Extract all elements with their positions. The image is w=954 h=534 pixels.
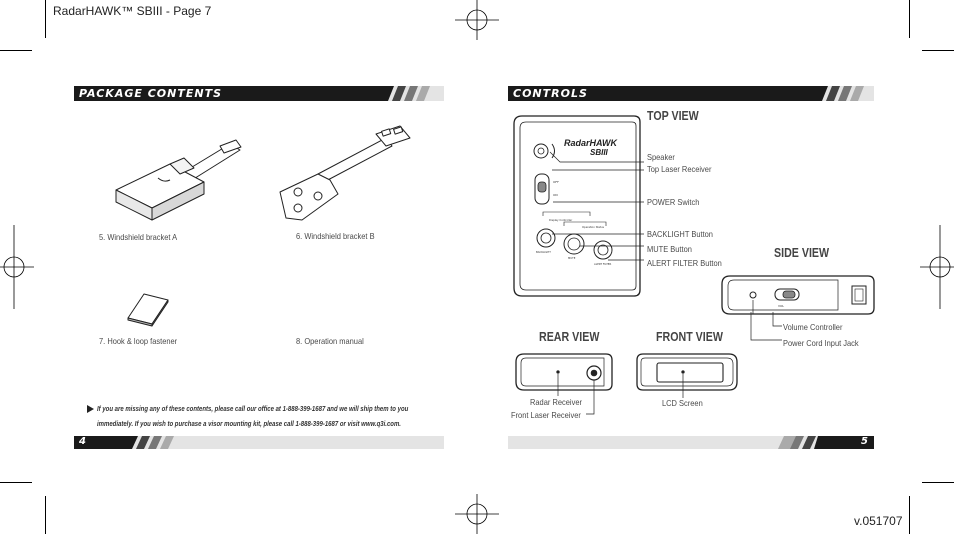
crop-mark [922,50,954,51]
crop-mark [909,0,910,38]
windshield-bracket-a-illustration [115,139,242,221]
display-controller-text: Display Controller [549,218,573,222]
page-header: RadarHAWK™ SBIII - Page 7 [53,4,212,18]
speaker-label: Speaker [647,152,675,162]
rear-view-device-illustration [515,353,613,415]
backlight-text: BACKLIGHT [536,250,551,254]
missing-contents-note-line1: If you are missing any of these contents… [97,404,409,413]
front-laser-receiver-label: Front Laser Receiver [511,410,581,420]
brand-text: RadarHAWK [564,138,619,148]
model-text: SBIII [590,148,609,157]
operation-status-text: Operation Status [582,225,605,229]
alert-filter-button-label: ALERT FILTER Button [647,258,722,268]
top-laser-receiver-label: Top Laser Receiver [647,164,712,174]
off-text: OFF [553,180,559,184]
mute-button-label: MUTE Button [647,244,692,254]
volume-controller-label: Volume Controller [783,322,843,332]
top-view-callout-lines [549,151,644,261]
section-header: CONTROLS [508,86,820,101]
item-label: 7. Hook & loop fastener [99,336,178,346]
crop-mark [45,0,46,38]
item-label: 8. Operation manual [296,336,364,346]
mute-text: MUTE [568,256,576,260]
backlight-button-label: BACKLIGHT Button [647,229,713,239]
radar-receiver-label: Radar Receiver [530,397,582,407]
bullet-arrow-icon [87,405,94,413]
side-view-device-illustration: VOL [721,275,875,341]
top-view-title: TOP VIEW [647,108,699,123]
crop-mark [922,482,954,483]
version-label: v.051707 [854,514,903,528]
header-stripes [380,86,444,101]
hook-loop-fastener-illustration [127,293,169,327]
top-view-device-illustration: RadarHAWK SBIII OFF ON Display Controlle… [513,115,641,297]
front-view-device-illustration [636,353,738,398]
on-text: ON [553,193,558,197]
page-number: 5 [861,436,869,447]
rear-view-title: REAR VIEW [539,329,600,344]
section-title: CONTROLS [513,87,588,100]
crop-mark [909,496,910,534]
missing-contents-note-line2: immediately. If you wish to purchase a v… [97,419,401,428]
section-title: PACKAGE CONTENTS [79,87,222,100]
power-switch-label: POWER Switch [647,197,700,207]
footer-stripes [128,436,444,449]
page-number: 4 [79,436,87,447]
front-view-title: FRONT VIEW [656,329,723,344]
item-label: 5. Windshield bracket A [99,232,178,242]
side-view-title: SIDE VIEW [774,245,830,260]
header-stripes [814,86,874,101]
page-footer-bar: 5 [820,436,874,449]
crop-mark [45,496,46,534]
alert-filter-text: ALERT FILTER [594,262,611,266]
vol-text: VOL [778,304,784,308]
power-cord-input-jack-label: Power Cord Input Jack [783,338,859,348]
page-footer-bar: 4 [74,436,130,449]
item-label: 6. Windshield bracket B [296,231,375,241]
crop-mark [0,482,32,483]
lcd-screen-label: LCD Screen [662,398,703,408]
section-header: PACKAGE CONTENTS [74,86,386,101]
footer-stripes [508,436,822,449]
crop-mark [0,50,32,51]
windshield-bracket-b-illustration [279,125,411,221]
